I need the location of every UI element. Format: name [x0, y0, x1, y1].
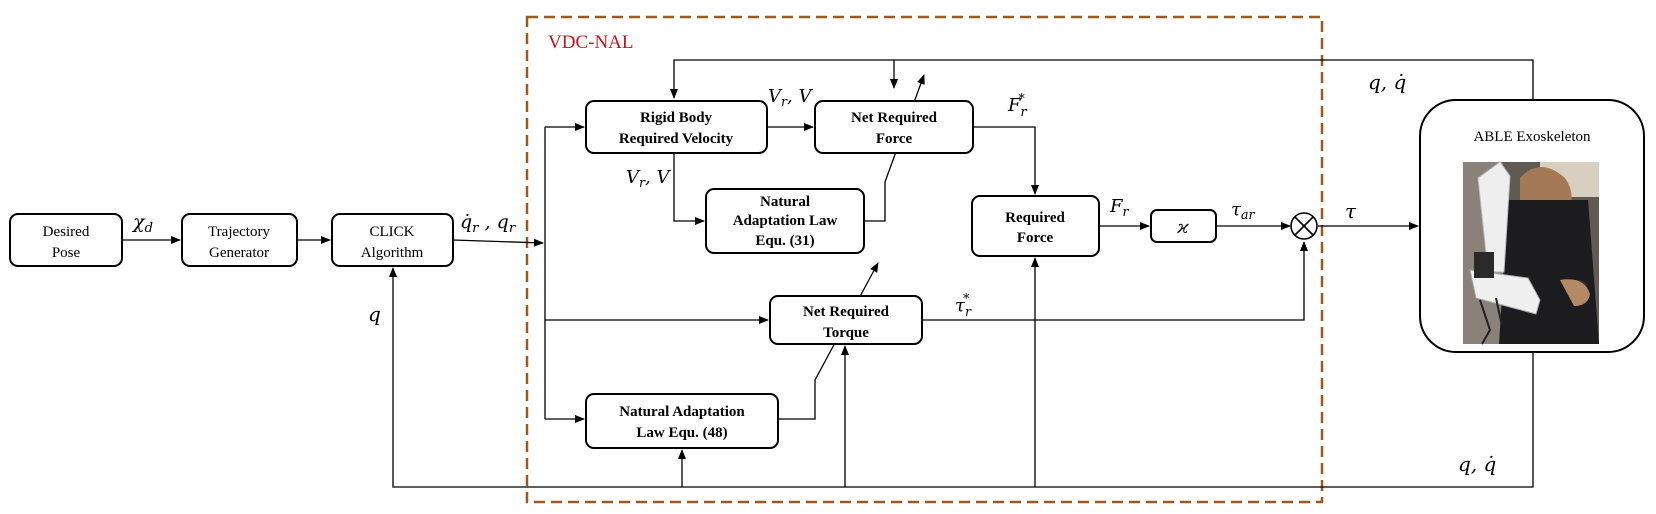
nal31-line2: Adaptation Law	[733, 213, 838, 229]
net-torque-line1: Net Required	[803, 304, 890, 320]
click-line2: Algorithm	[361, 245, 424, 261]
tau-label: τ	[1345, 199, 1357, 223]
rigid-body-line2: Required Velocity	[619, 131, 734, 147]
net-force-line2: Force	[876, 131, 913, 147]
chi-d-label: χd	[131, 211, 153, 236]
desired-pose-block: Desired Pose	[9, 213, 123, 267]
required-force-line1: Required	[1005, 210, 1065, 226]
trajectory-generator-line1: Trajectory	[208, 224, 270, 240]
q-feedback-label: q	[368, 302, 381, 326]
exoskeleton-label: ABLE Exoskeleton	[1473, 129, 1591, 145]
vdc-nal-frame	[525, 15, 1324, 504]
fr-star-label: Fr*	[1007, 91, 1028, 119]
vr-v-left-label: Vr, V	[626, 167, 671, 190]
signal-labels: χd q̇r , qr q Vr, V Vr, V Fr* Fr τar τ τ…	[131, 70, 1496, 476]
tau-r-star-label: τr*	[955, 291, 972, 319]
kappa-symbol: ϰ	[1176, 217, 1189, 238]
q-qdot-bottom-label: q, q̇	[1458, 452, 1496, 476]
required-force-line2: Force	[1017, 230, 1054, 246]
nal31-line3: Equ. (31)	[755, 233, 814, 249]
rigid-body-line1: Rigid Body	[640, 110, 713, 126]
nal48-line1: Natural Adaptation	[619, 404, 745, 420]
desired-pose-line1: Desired	[43, 224, 90, 240]
qdot-r-q-r-label: q̇r , qr	[460, 211, 517, 236]
desired-pose-line2: Pose	[52, 245, 81, 261]
nal48-line2: Law Equ. (48)	[636, 425, 727, 441]
tau-ar-label: τar	[1231, 199, 1255, 222]
fr-label: Fr	[1109, 196, 1130, 219]
net-required-torque-block: Net Required Torque	[769, 295, 923, 345]
net-required-force-block: Net Required Force	[814, 100, 974, 154]
natural-adaptation-law-31-block: Natural Adaptation Law Equ. (31)	[705, 188, 865, 254]
nal31-line1: Natural	[760, 194, 810, 210]
summing-junction	[1290, 212, 1318, 240]
required-force-block: Required Force	[971, 195, 1100, 257]
trajectory-generator-block: Trajectory Generator	[181, 213, 298, 267]
able-exoskeleton-block: ABLE Exoskeleton	[1419, 99, 1645, 353]
net-torque-line2: Torque	[823, 325, 869, 341]
trajectory-generator-line2: Generator	[209, 245, 269, 261]
kappa-block: ϰ	[1150, 209, 1217, 243]
click-line1: CLICK	[370, 224, 415, 240]
rigid-body-required-velocity-block: Rigid Body Required Velocity	[585, 100, 768, 154]
natural-adaptation-law-48-block: Natural Adaptation Law Equ. (48)	[585, 393, 779, 449]
signal-wires	[122, 59, 1534, 488]
vr-v-top-label: Vr, V	[768, 86, 813, 109]
q-qdot-top-label: q, q̇	[1368, 70, 1406, 94]
vdc-nal-title: VDC-NAL	[548, 32, 634, 53]
click-algorithm-block: CLICK Algorithm	[331, 213, 454, 267]
exoskeleton-photo	[1463, 161, 1599, 345]
net-force-line1: Net Required	[851, 110, 938, 126]
